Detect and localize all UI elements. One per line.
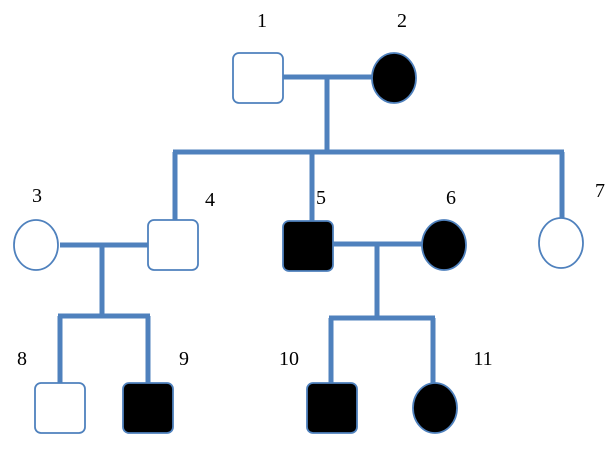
individual-3: 3 [13, 185, 59, 271]
male-square-symbol [34, 382, 86, 434]
individual-label: 5 [316, 187, 326, 209]
individual-11: 11 [412, 348, 493, 434]
individual-8: 8 [17, 348, 86, 434]
individual-5: 5 [282, 187, 334, 272]
individual-label: 2 [397, 10, 407, 32]
individual-10: 10 [279, 348, 358, 434]
affected-female-circle-symbol [412, 382, 458, 434]
individual-label: 10 [279, 348, 299, 370]
individuals: 1 2 3 4 5 6 7 8 9 10 11 [13, 10, 605, 434]
affected-female-circle-symbol [371, 52, 417, 104]
affected-female-circle-symbol [421, 219, 467, 271]
individual-label: 9 [179, 348, 189, 370]
individual-label: 6 [446, 187, 456, 209]
female-circle-symbol [13, 219, 59, 271]
individual-9: 9 [122, 348, 189, 434]
individual-4: 4 [147, 189, 215, 271]
male-square-symbol [147, 219, 199, 271]
affected-male-square-symbol [122, 382, 174, 434]
individual-1: 1 [232, 10, 284, 104]
affected-male-square-symbol [282, 220, 334, 272]
individual-label: 11 [473, 348, 492, 370]
individual-2: 2 [371, 10, 417, 104]
individual-label: 4 [205, 189, 215, 211]
individual-label: 3 [32, 185, 42, 207]
individual-6: 6 [421, 187, 467, 271]
individual-label: 7 [595, 180, 605, 202]
female-circle-symbol [538, 217, 584, 269]
affected-male-square-symbol [306, 382, 358, 434]
male-square-symbol [232, 52, 284, 104]
connector-lines [57, 74, 565, 384]
individual-7: 7 [538, 180, 605, 269]
individual-label: 8 [17, 348, 27, 370]
individual-label: 1 [257, 10, 267, 32]
